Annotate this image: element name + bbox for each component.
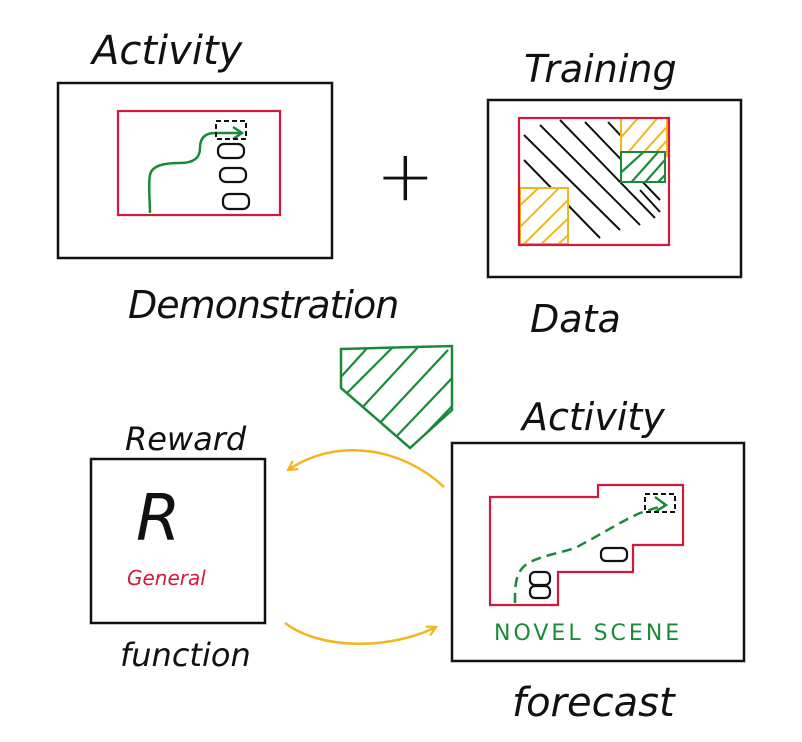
demonstration-path bbox=[147, 131, 240, 214]
forecast-path-arrowhead bbox=[654, 495, 669, 514]
reward-label: Reward bbox=[125, 420, 247, 458]
function-label: function bbox=[120, 636, 251, 674]
training-label: Training bbox=[524, 47, 677, 91]
forecast-object-3 bbox=[528, 584, 552, 600]
activity-top-label: Activity bbox=[89, 28, 244, 74]
forecast-label: forecast bbox=[512, 680, 676, 726]
object-2 bbox=[218, 166, 248, 184]
demonstration-label: Demonstration bbox=[128, 283, 398, 327]
demonstration-panel: Activity Demonstration bbox=[56, 28, 399, 327]
learned-region-pentagon bbox=[339, 344, 454, 450]
object-3 bbox=[221, 192, 251, 211]
data-label: Data bbox=[530, 297, 621, 341]
data-yellow-patch-top bbox=[620, 117, 668, 157]
plus-sign: + bbox=[376, 135, 435, 217]
forecast-path bbox=[513, 503, 666, 604]
data-yellow-patch-bottom bbox=[519, 187, 569, 245]
forecast-frame bbox=[450, 441, 746, 663]
object-1 bbox=[216, 142, 246, 160]
reward-function-panel: Reward R General function bbox=[89, 420, 267, 674]
data-room-outline bbox=[517, 116, 671, 247]
general-label: General bbox=[127, 566, 206, 590]
reward-frame bbox=[89, 457, 267, 625]
demonstration-path-arrowhead bbox=[232, 125, 245, 141]
reward-symbol: R bbox=[136, 482, 180, 556]
arrow-to-forecast bbox=[284, 622, 436, 646]
demonstration-frame bbox=[56, 81, 334, 260]
arrow-to-reward bbox=[288, 449, 445, 488]
forecast-panel: Activity NOVEL SCENE forecast bbox=[450, 395, 746, 726]
training-frame bbox=[486, 98, 743, 279]
novel-scene-label: NOVEL SCENE bbox=[494, 621, 682, 646]
goal-box-dashed bbox=[215, 120, 247, 140]
training-data-panel: Training bbox=[486, 47, 743, 341]
activity-bottom-label: Activity bbox=[519, 395, 665, 439]
novel-room-outline bbox=[488, 483, 685, 607]
demonstration-room-outline bbox=[116, 109, 282, 217]
forecast-object-1 bbox=[599, 546, 629, 563]
forecast-object-2 bbox=[528, 570, 552, 587]
data-hatching bbox=[523, 119, 663, 239]
